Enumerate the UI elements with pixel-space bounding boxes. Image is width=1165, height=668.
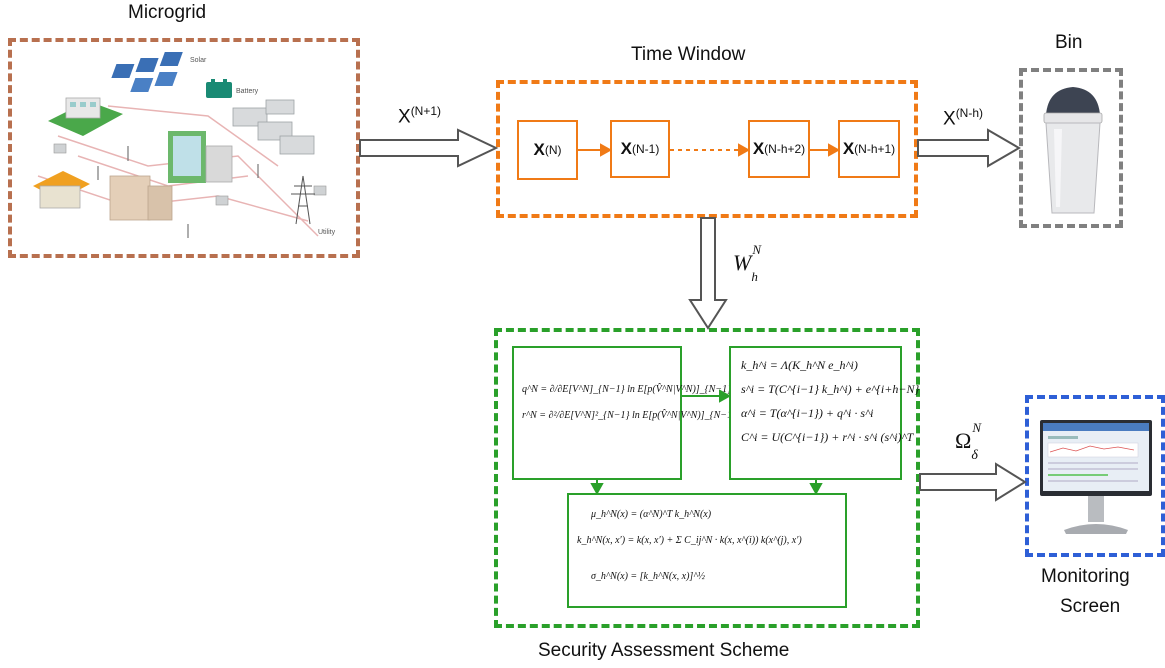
security-label: Security Assessment Scheme — [538, 640, 790, 661]
window-to-scheme-arrow — [688, 217, 728, 330]
trash-bin-icon — [1043, 87, 1103, 214]
monitoring-label-line2: Screen — [1060, 596, 1121, 617]
equation-r: r^N = ∂²/∂E[V^N]²_{N−1} ln E[p(V̂^N|V^N)… — [522, 410, 736, 421]
glass-building-icon — [168, 131, 233, 183]
equation-box-left: q^N = ∂/∂E[V^N]_{N−1} ln E[p(V̂^N|V^N)]_… — [512, 346, 736, 480]
input-arrow — [359, 128, 499, 168]
equation-sigma: σ_h^N(x) = [k_h^N(x, x)]^½ — [591, 571, 706, 582]
microgrid-label: Microgrid — [128, 2, 207, 23]
beige-building-icon — [109, 175, 173, 221]
state-box-n-h-2: X(N-h+2) — [748, 120, 810, 178]
utility-text: Utility — [318, 229, 336, 236]
equation-c: C^i = U(C^{i−1}) + r^i · s^i (s^i)^T — [741, 430, 914, 444]
bin-arrow-label: X(N-h) — [943, 106, 984, 130]
input-arrow-label: X(N+1) — [398, 104, 442, 128]
utility-tower-icon — [291, 175, 315, 225]
equation-q: q^N = ∂/∂E[V^N]_{N−1} ln E[p(V̂^N|V^N)]_… — [522, 384, 732, 395]
bin-box — [1019, 68, 1123, 228]
security-box — [494, 328, 920, 628]
battery-racks-icon — [232, 99, 315, 155]
battery-text: Battery — [236, 88, 259, 95]
state-box-n-1: X(N-1) — [610, 120, 670, 178]
bin-arrow — [917, 128, 1021, 168]
equation-alpha: α^i = T(α^{i−1}) + q^i · s^i — [741, 406, 874, 420]
microgrid-box — [8, 38, 360, 258]
time-window-label: Time Window — [631, 44, 746, 65]
bin-label: Bin — [1055, 32, 1083, 53]
shop-icon — [33, 171, 90, 209]
monitor-box — [1025, 395, 1165, 557]
equation-box-bottom: μ_h^N(x) = (α^N)^T k_h^N(x) k_h^N(x, x′)… — [567, 493, 847, 608]
monitor-icon — [1040, 420, 1152, 534]
state-box-n-h-1: X(N-h+1) — [838, 120, 900, 178]
equation-box-right: k_h^i = Λ(K_h^N e_h^i) s^i = T(C^{i−1} k… — [729, 346, 919, 480]
microgrid-illustration: Solar Battery — [33, 52, 336, 238]
scheme-to-monitor-arrow — [919, 462, 1027, 502]
equation-s: s^i = T(C^{i−1} k_h^i) + e^{i+h−N} — [741, 382, 920, 396]
state-box-n: X(N) — [517, 120, 578, 180]
monitoring-label-line1: Monitoring — [1041, 566, 1130, 587]
solar-panels-icon — [111, 52, 183, 92]
solar-text: Solar — [190, 57, 207, 64]
battery-icon — [206, 79, 232, 98]
equation-mu: μ_h^N(x) = (α^N)^T k_h^N(x) — [591, 509, 712, 520]
green-building-icon — [48, 97, 123, 136]
time-window-box — [496, 80, 918, 218]
equation-kernel: k_h^N(x, x′) = k(x, x′) + Σ C_ij^N · k(x… — [577, 535, 802, 546]
equation-k: k_h^i = Λ(K_h^N e_h^i) — [741, 358, 858, 372]
